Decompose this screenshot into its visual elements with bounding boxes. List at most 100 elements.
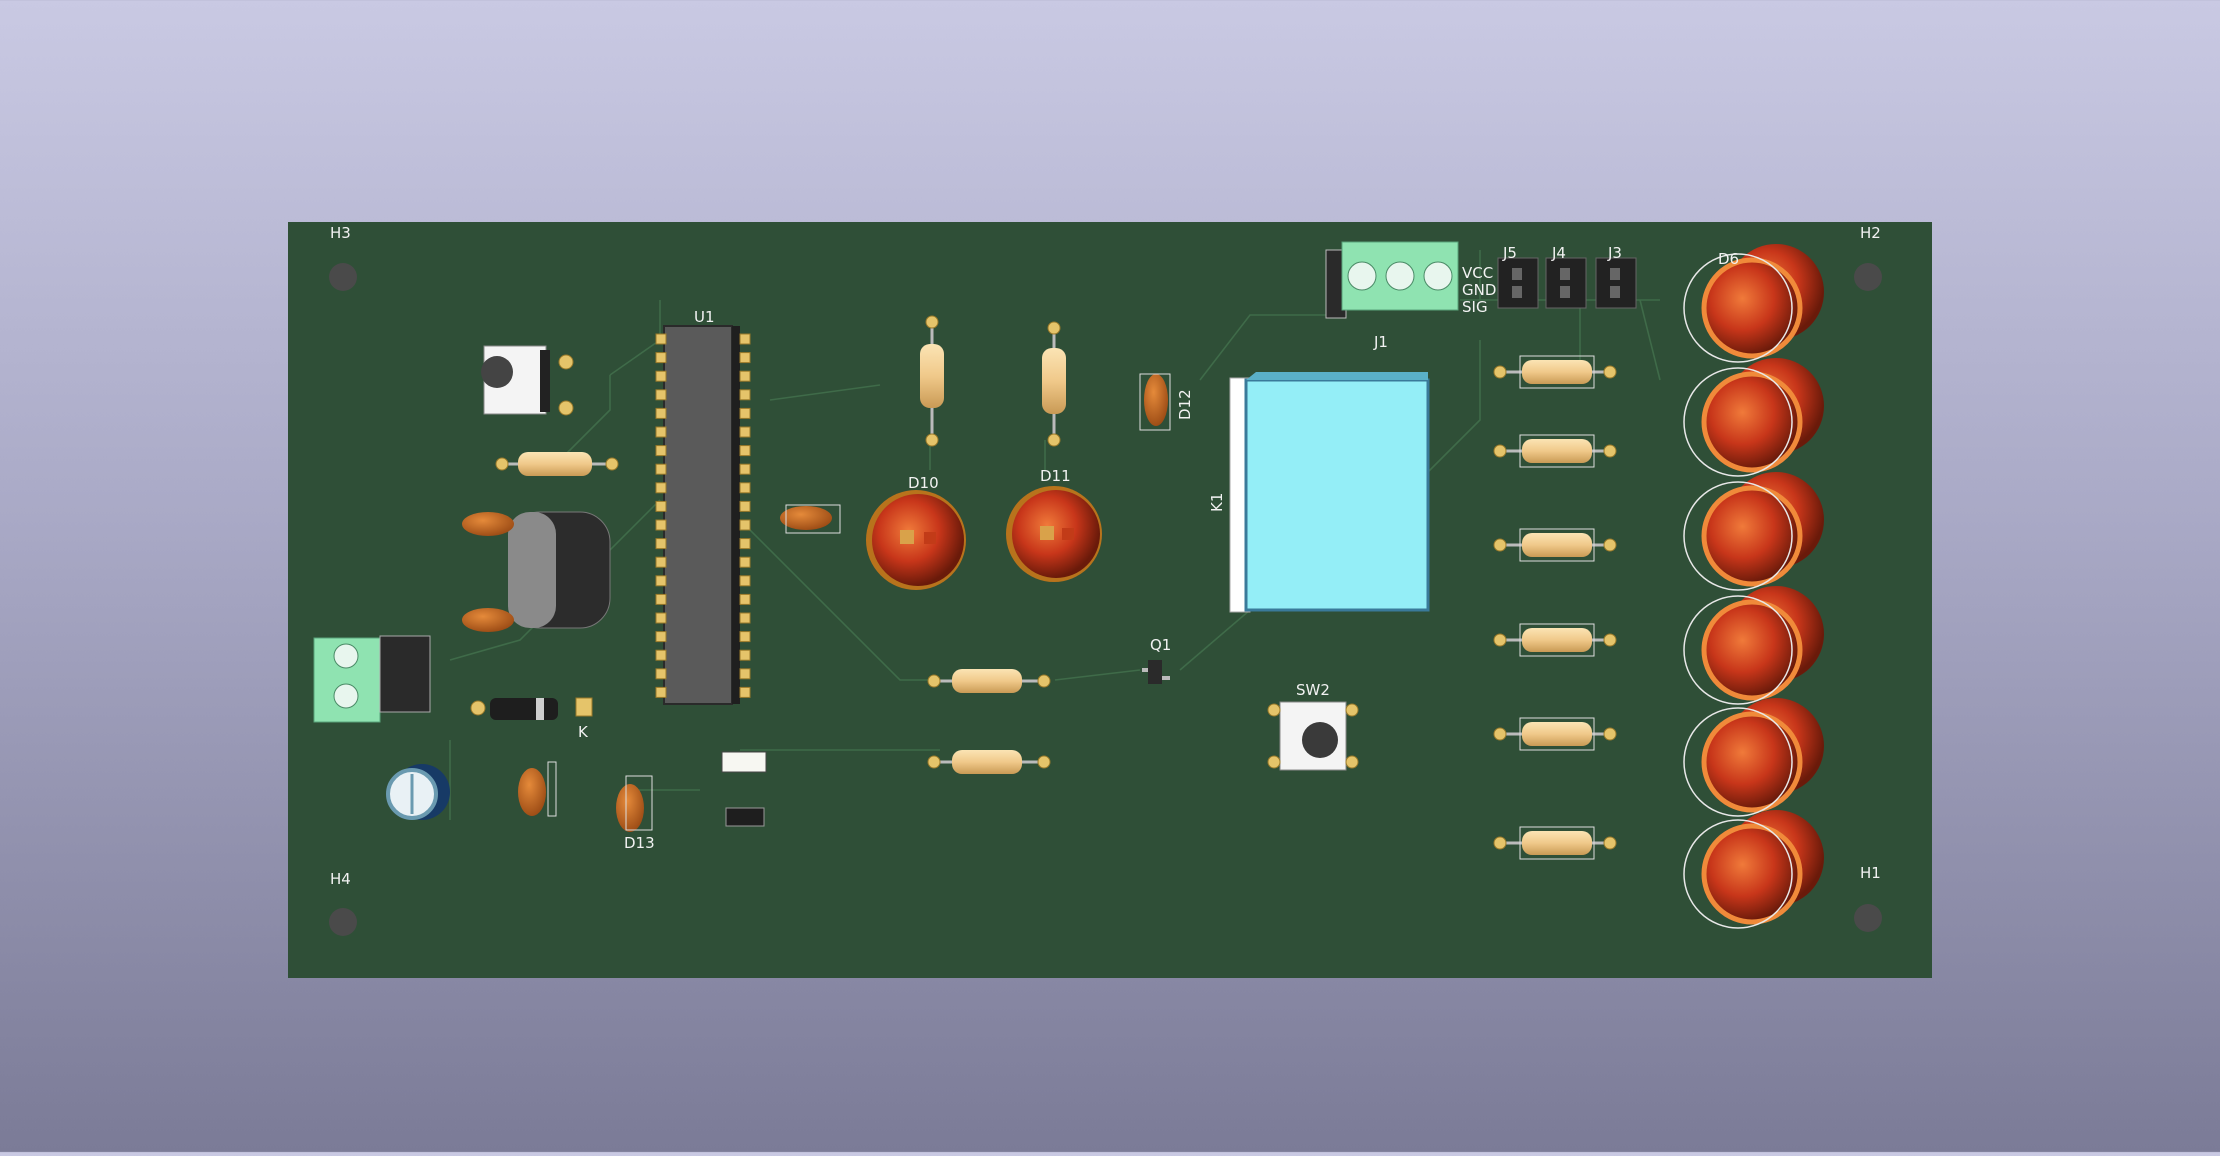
resistor: [1493, 623, 1617, 657]
resistor: [1493, 528, 1617, 562]
label-d13: D13: [624, 834, 655, 852]
led: [1683, 358, 1824, 477]
label-k1: K1: [1208, 493, 1226, 512]
label-d6: D6: [1718, 250, 1739, 268]
u1-pin: [655, 370, 667, 382]
resistor-r1: [495, 452, 619, 476]
u1-pin: [655, 612, 667, 624]
label-u1: U1: [694, 308, 715, 326]
mounting-hole-h3: [329, 263, 357, 291]
u1-pin: [655, 649, 667, 661]
u1-pin: [655, 538, 667, 550]
led: [1683, 586, 1824, 705]
u1-pin: [739, 426, 751, 438]
label-j3: J3: [1607, 244, 1622, 262]
u1-pin: [739, 445, 751, 457]
u1-pin: [739, 556, 751, 568]
u1-pin: [655, 593, 667, 605]
label-sig: SIG: [1462, 298, 1488, 316]
label-d10: D10: [908, 474, 939, 492]
resistor: [1493, 826, 1617, 860]
u1-pin: [655, 556, 667, 568]
u1-pin: [655, 631, 667, 643]
u1-pin: [739, 333, 751, 345]
label-j1: J1: [1373, 333, 1388, 351]
u1-pin: [739, 538, 751, 550]
label-vcc: VCC: [1462, 264, 1493, 282]
sw1-switch: [481, 345, 574, 416]
u1-pin: [655, 333, 667, 345]
power-terminal-block: [313, 635, 431, 723]
label-sw2: SW2: [1296, 681, 1330, 699]
right-led-column: [1683, 244, 1824, 929]
header-j4: [1545, 257, 1587, 309]
u1-pin: [655, 686, 667, 698]
label-gnd: GND: [1462, 281, 1496, 299]
label-d11: D11: [1040, 467, 1071, 485]
u1-pin: [655, 668, 667, 680]
crystal-y1: [462, 511, 611, 632]
u1-pin: [739, 463, 751, 475]
u1-pin: [739, 352, 751, 364]
mounting-hole-h2: [1854, 263, 1882, 291]
resistor: [1493, 434, 1617, 468]
label-j4: J4: [1551, 244, 1566, 262]
diode-d1: [470, 697, 593, 720]
u1-pin: [739, 593, 751, 605]
electrolytic-capacitor: [386, 764, 450, 820]
u1-pin: [655, 500, 667, 512]
ceramic-capacitors: [518, 373, 1171, 832]
resistor: [1493, 717, 1617, 751]
smd-parts: [721, 751, 767, 827]
u1-pin: [739, 575, 751, 587]
led-d11: [1006, 486, 1102, 582]
u1-pin: [739, 370, 751, 382]
u1-pin: [655, 482, 667, 494]
resistor-r2: [920, 315, 944, 447]
u1-pin: [739, 500, 751, 512]
label-h1: H1: [1860, 864, 1881, 882]
resistor-r4: [927, 669, 1051, 693]
label-k: K: [578, 723, 589, 741]
u1-pin: [739, 407, 751, 419]
label-h4: H4: [330, 870, 351, 888]
u1-pin: [655, 519, 667, 531]
u1-pin: [739, 519, 751, 531]
led: [1683, 810, 1824, 929]
right-resistor-column: [1493, 355, 1617, 860]
u1-pin: [739, 631, 751, 643]
u1-pin: [655, 407, 667, 419]
u1-pin: [655, 389, 667, 401]
resistor: [1493, 355, 1617, 389]
mounting-hole-h4: [329, 908, 357, 936]
u1-pin: [655, 463, 667, 475]
transistor-q1: [1142, 660, 1170, 684]
label-h2: H2: [1860, 224, 1881, 242]
silkscreen-labels: H3 H2 H4 H1 U1 D6 D10 D11 D12 D13 K1 Q1 …: [330, 224, 1881, 888]
u1-ic: [655, 325, 751, 705]
header-j5: [1497, 257, 1539, 309]
mounting-hole-h1: [1854, 904, 1882, 932]
u1-pin: [739, 649, 751, 661]
u1-pin: [739, 482, 751, 494]
u1-pin: [739, 389, 751, 401]
led: [1683, 244, 1824, 363]
label-h3: H3: [330, 224, 351, 242]
led: [1683, 698, 1824, 817]
mounting-holes: [329, 263, 1882, 936]
label-q1: Q1: [1150, 636, 1171, 654]
resistor-r5: [927, 750, 1051, 774]
led: [1683, 472, 1824, 591]
relay-k1: [1229, 372, 1430, 613]
u1-pin: [739, 668, 751, 680]
switch-sw2: [1267, 701, 1359, 771]
u1-pin: [655, 426, 667, 438]
resistor-r3: [1042, 321, 1066, 447]
label-j5: J5: [1502, 244, 1517, 262]
u1-pin: [739, 612, 751, 624]
u1-pin: [655, 352, 667, 364]
u1-pin: [655, 575, 667, 587]
terminal-j1: [1325, 241, 1459, 319]
